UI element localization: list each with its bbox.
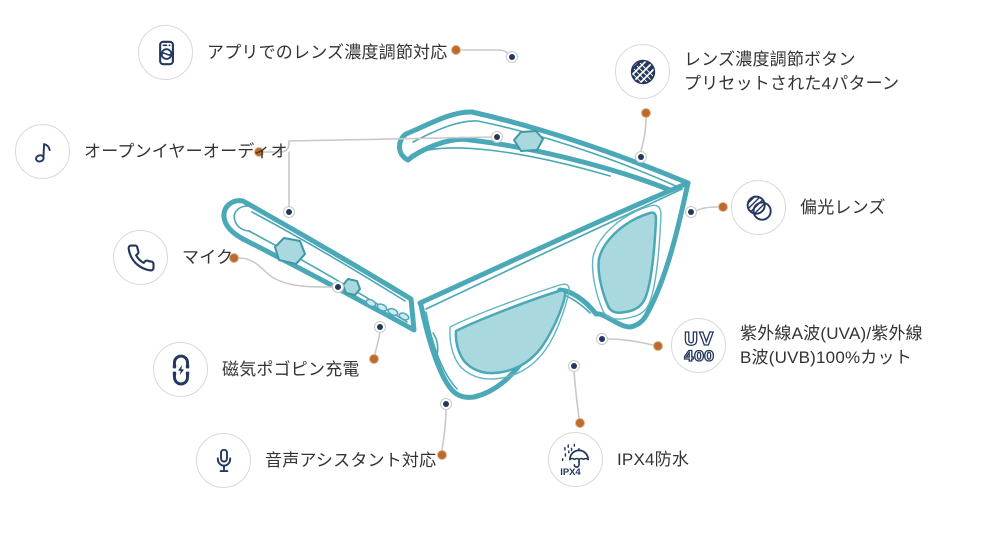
feature-label: レンズ濃度調節ボタン プリセットされた4パターン <box>684 49 900 93</box>
near-temple <box>221 198 417 333</box>
feature-label: 音声アシスタント対応 <box>265 450 437 470</box>
feature-label: 紫外線A波(UVA)/紫外線 B波(UVB)100%カット <box>740 323 923 367</box>
umbrella-rain-icon: IPX4 <box>548 432 603 487</box>
mic-hole-hexagon <box>342 278 361 296</box>
leader-lines <box>229 45 728 460</box>
microphone-icon <box>196 433 251 488</box>
polarized-lens-icon <box>731 180 786 235</box>
feature-label: 磁気ポゴピン充電 <box>222 359 360 379</box>
svg-text:IPX4: IPX4 <box>560 467 581 478</box>
music-note-icon <box>15 124 70 179</box>
near-speaker-hexagon <box>274 237 306 265</box>
feature-ipx4: IPX4 IPX4防水 <box>548 432 689 487</box>
smartphone-adjust-icon <box>138 25 193 80</box>
feature-label: IPX4防水 <box>617 449 690 469</box>
lens-density-icon <box>615 44 670 99</box>
feature-label: アプリでのレンズ濃度調節対応 <box>207 42 448 62</box>
feature-microphone: マイク <box>113 230 233 285</box>
far-temple <box>397 109 691 199</box>
svg-text:400: 400 <box>683 349 713 365</box>
feature-label: オープンイヤーオーディオ <box>84 141 288 161</box>
feature-dimming-button: レンズ濃度調節ボタン プリセットされた4パターン <box>615 44 899 99</box>
feature-label: マイク <box>182 247 234 267</box>
feature-polarized: 偏光レンズ <box>731 180 886 235</box>
pogo-pins <box>365 298 410 321</box>
phone-handset-icon <box>113 230 168 285</box>
feature-pogo-charging: 磁気ポゴピン充電 <box>153 342 360 397</box>
magnet-charging-icon <box>153 342 208 397</box>
far-speaker-hexagon <box>513 130 544 152</box>
feature-open-ear-audio: オープンイヤーオーディオ <box>15 124 288 179</box>
feature-voice-assistant: 音声アシスタント対応 <box>196 433 436 488</box>
svg-text:UV: UV <box>683 329 714 350</box>
feature-label: 偏光レンズ <box>800 197 886 217</box>
uv400-icon: UV 400 <box>671 318 726 373</box>
feature-app-dimming: アプリでのレンズ濃度調節対応 <box>138 25 447 80</box>
feature-uv400: UV 400 紫外線A波(UVA)/紫外線 B波(UVB)100%カット <box>671 318 923 373</box>
right-lens <box>597 211 658 314</box>
near-lens <box>454 289 567 375</box>
front-frame <box>417 180 691 400</box>
